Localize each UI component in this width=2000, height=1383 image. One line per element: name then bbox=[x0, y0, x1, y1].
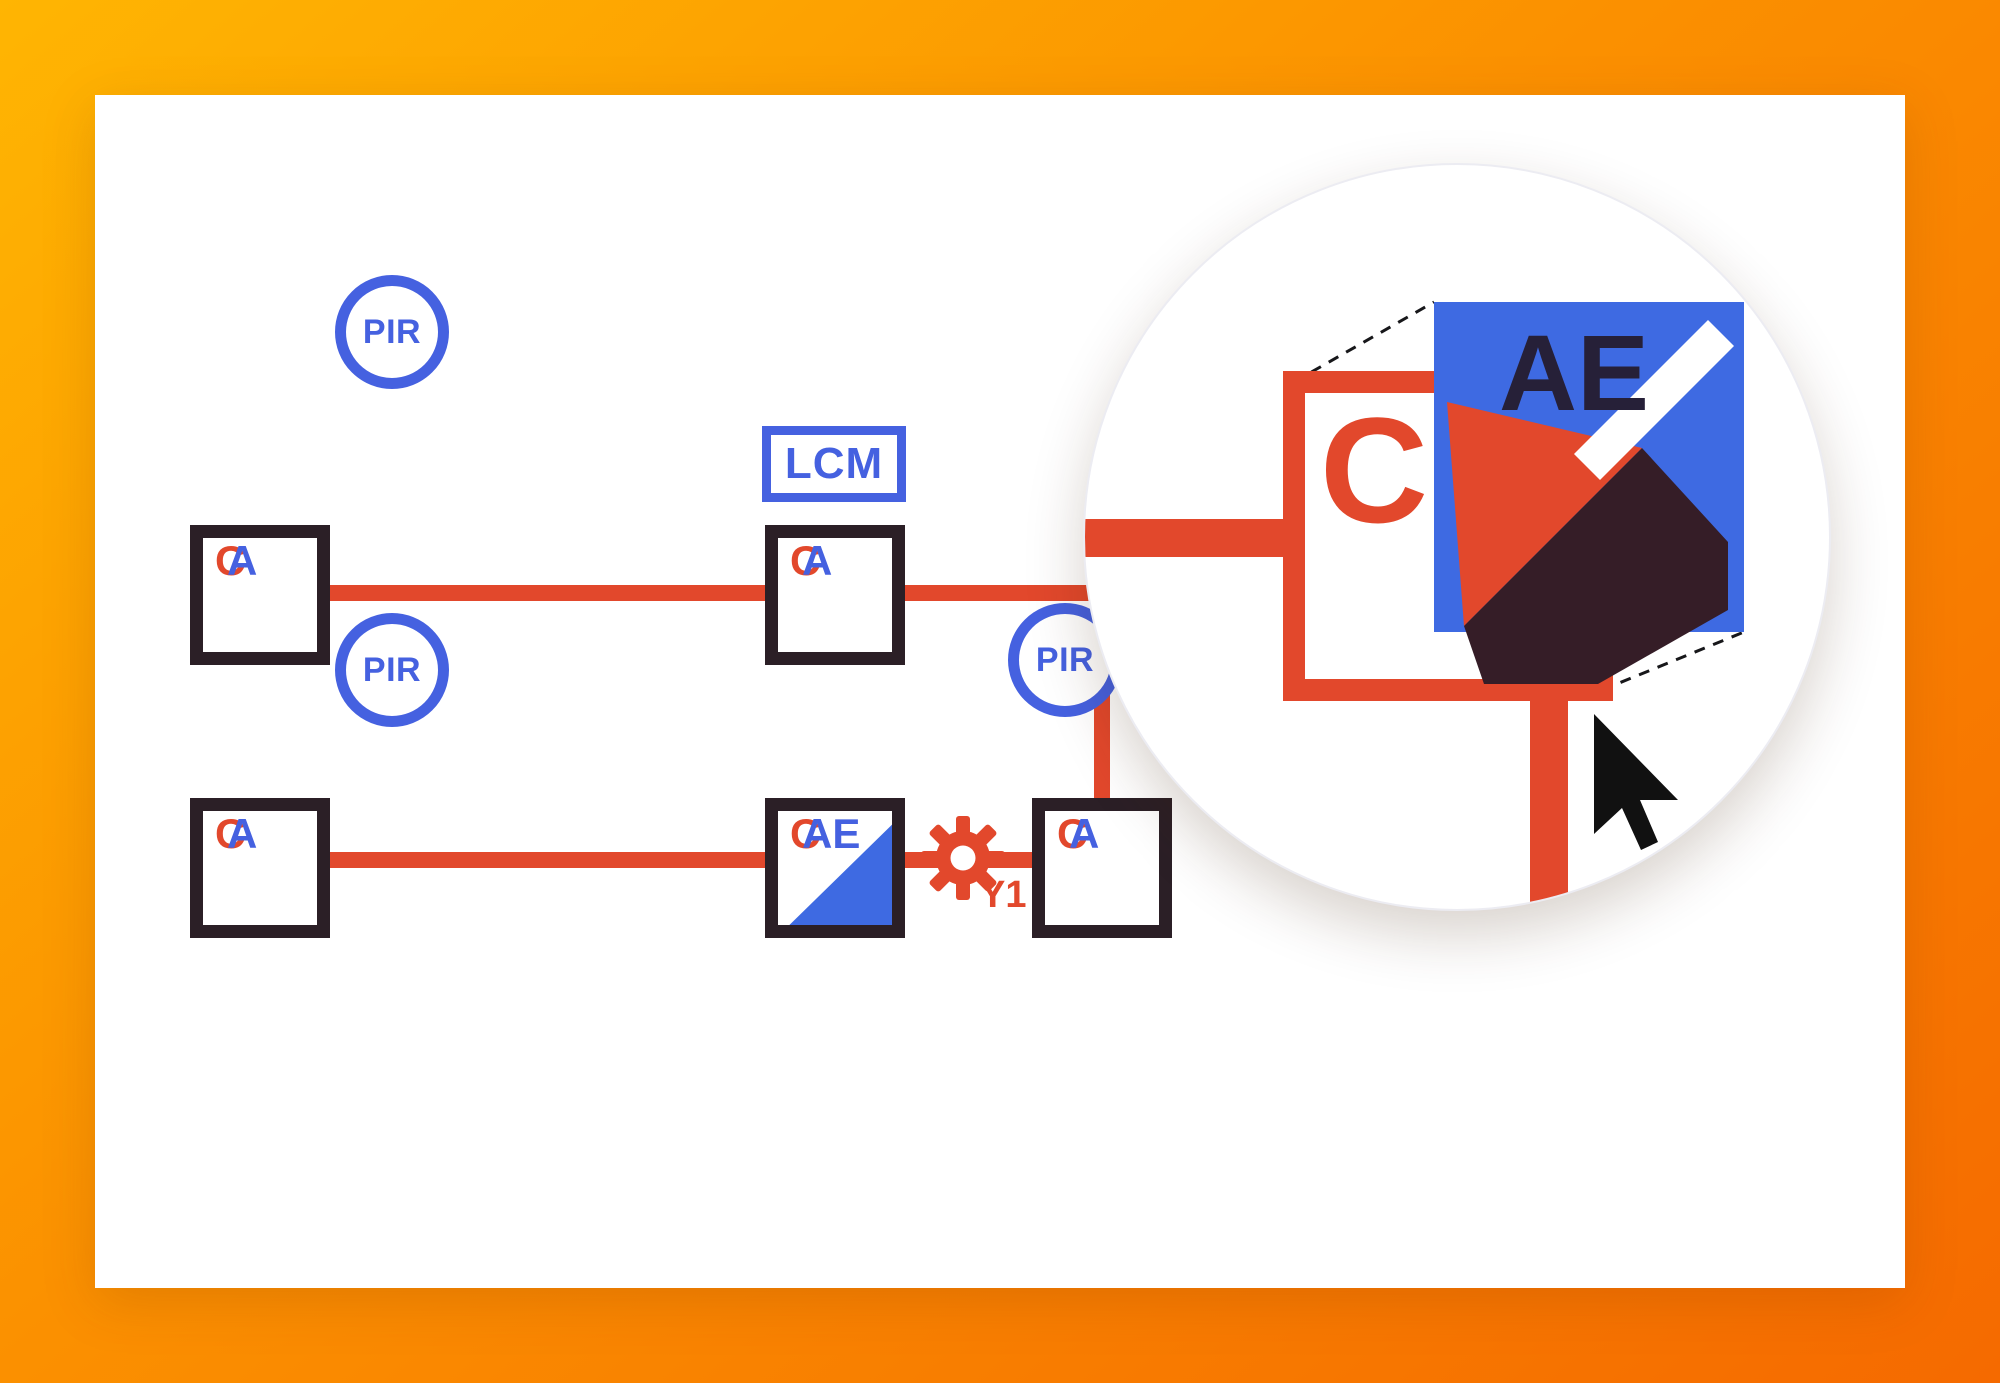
node-top-left: C A bbox=[190, 525, 330, 665]
gear-hole bbox=[950, 845, 976, 871]
node-letter-blue: A bbox=[1069, 810, 1100, 857]
ae-node-label: AE bbox=[1499, 312, 1649, 433]
zoom-wire-vertical bbox=[1530, 642, 1568, 909]
node-letter-red: C bbox=[790, 810, 821, 857]
dashed-projection-line-top bbox=[1293, 300, 1435, 384]
gear-icon bbox=[921, 816, 1005, 900]
gear-label: Y1 bbox=[980, 874, 1027, 916]
node-letter-red: C bbox=[215, 810, 246, 857]
node-bottom-left: C A bbox=[190, 798, 330, 938]
white-diagonal-band bbox=[1574, 320, 1734, 480]
node-letter-blue: A bbox=[227, 810, 258, 857]
lcm-badge-label: LCM bbox=[784, 439, 884, 488]
node-letter-red: C bbox=[215, 537, 246, 584]
node-letter-red: C bbox=[790, 537, 821, 584]
node-top-middle: C A bbox=[765, 525, 905, 665]
zoom-content: C AE bbox=[1085, 300, 1745, 909]
lcm-badge: LCM bbox=[762, 426, 906, 502]
pir-badge-top: PIR bbox=[335, 275, 449, 389]
node-ae: C AE bbox=[765, 798, 905, 938]
zoom-wire-horizontal bbox=[1085, 519, 1305, 557]
node-letter-blue: A bbox=[802, 537, 833, 584]
node-letter-red: C bbox=[1057, 810, 1088, 857]
cursor-icon bbox=[1594, 714, 1678, 850]
node-letter-blue: A bbox=[227, 537, 258, 584]
dark-overlap-shape bbox=[1464, 448, 1728, 684]
pir-badge-label: PIR bbox=[362, 312, 422, 351]
c-node-label: C bbox=[1320, 386, 1428, 554]
node-bottom-right: C A bbox=[1032, 798, 1172, 938]
pir-badge-label: PIR bbox=[362, 650, 422, 689]
node-letter-blue: AE bbox=[802, 810, 861, 857]
dashed-projection-line-bottom bbox=[1601, 630, 1745, 692]
pir-badge-label: PIR bbox=[1035, 640, 1095, 679]
magnifier-circle: C AE bbox=[1083, 163, 1831, 911]
pir-badge-middle: PIR bbox=[335, 613, 449, 727]
